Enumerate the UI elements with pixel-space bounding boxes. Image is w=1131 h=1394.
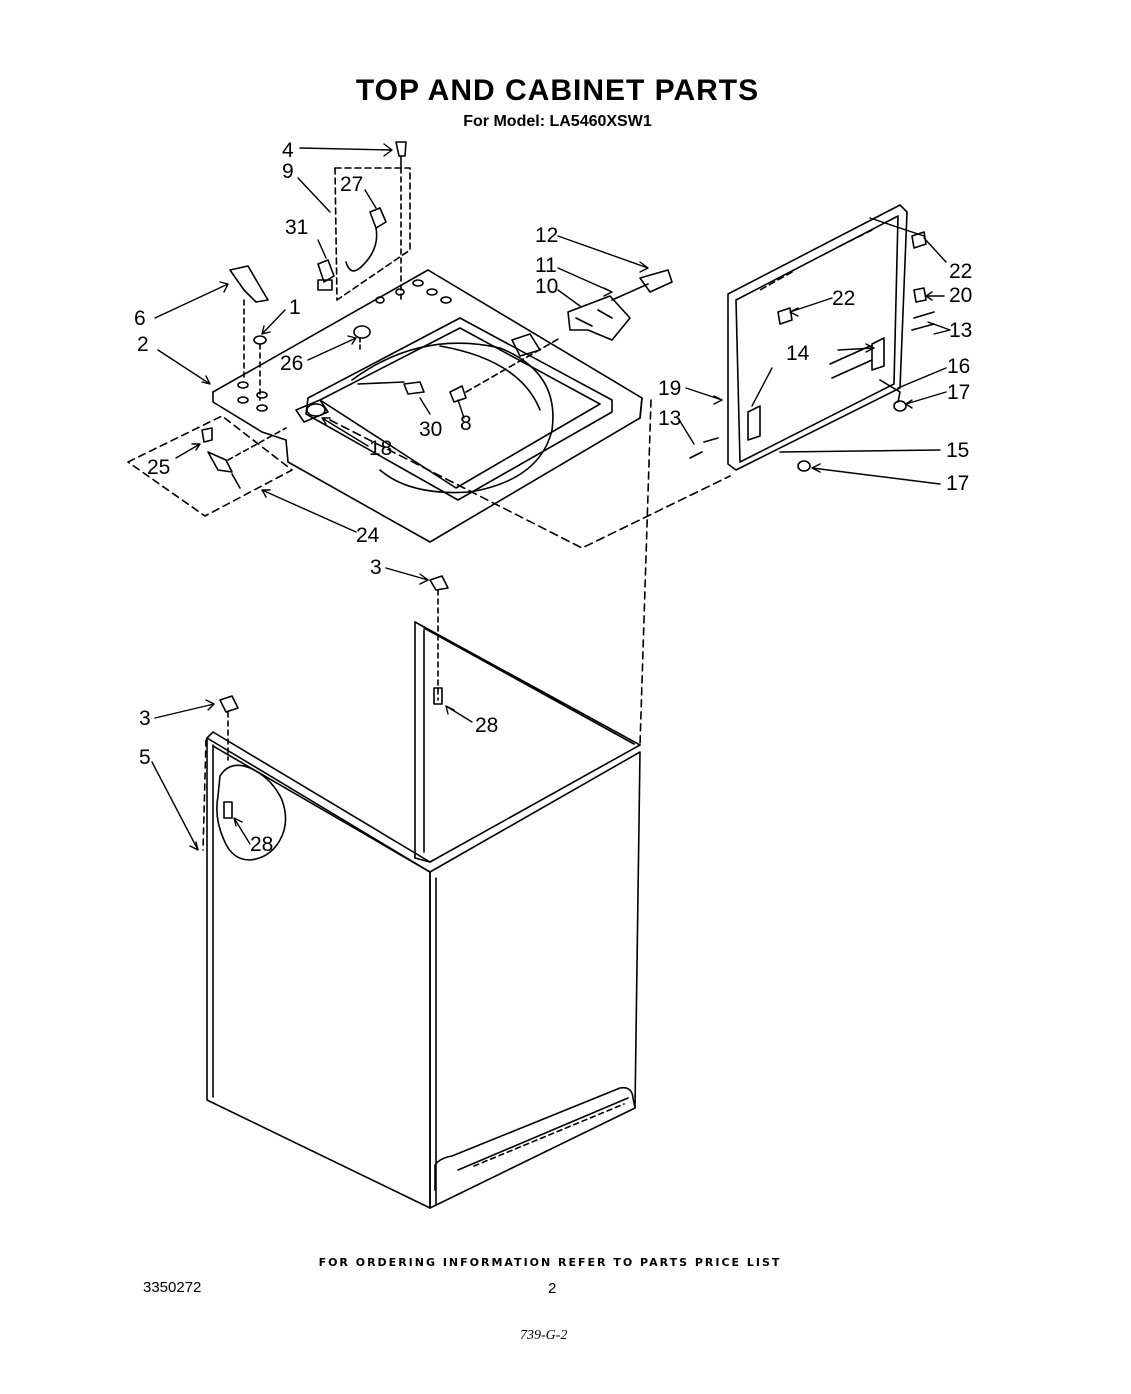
callout-2: 2 (137, 333, 149, 356)
model-subtitle: For Model: LA5460XSW1 (463, 113, 652, 130)
callout-28a: 28 (475, 714, 498, 737)
callout-14: 14 (786, 342, 810, 365)
callout-22a: 22 (949, 260, 972, 283)
callout-12: 12 (535, 224, 558, 247)
callout-19: 19 (658, 377, 681, 400)
callout-20: 20 (949, 284, 972, 307)
callout-15: 15 (946, 439, 969, 462)
callout-13a: 13 (949, 319, 972, 342)
callout-17a: 17 (947, 381, 970, 404)
callout-1: 1 (289, 296, 301, 319)
lid-illustration (727, 204, 908, 471)
callout-5: 5 (139, 746, 151, 769)
callout-17b: 17 (946, 472, 969, 495)
small-parts-illustration (219, 141, 935, 819)
dashed-box-24-illustration (127, 415, 293, 517)
callout-31: 31 (285, 216, 308, 239)
callout-10: 10 (535, 275, 558, 298)
leader-lines (151, 143, 951, 851)
document-number: 3350272 (143, 1279, 202, 1296)
callout-4: 4 (282, 139, 294, 162)
top-panel-illustration (212, 269, 731, 549)
callout-27: 27 (340, 173, 363, 196)
callout-22b: 22 (832, 287, 855, 310)
switch-box-illustration (317, 167, 411, 301)
ordering-note: FOR ORDERING INFORMATION REFER TO PARTS … (318, 1256, 782, 1269)
callout-13b: 13 (658, 407, 681, 430)
cabinet-illustration (202, 399, 652, 1209)
callout-11: 11 (535, 254, 557, 277)
callout-8: 8 (460, 412, 472, 435)
callout-24: 24 (356, 524, 380, 547)
callout-18: 18 (369, 437, 392, 460)
handwritten-code: 739-G-2 (520, 1328, 568, 1343)
callout-16: 16 (947, 355, 970, 378)
callout-9: 9 (282, 160, 294, 183)
callout-30: 30 (419, 418, 442, 441)
callout-numbers: 4 9 27 31 6 1 2 26 30 8 18 12 11 10 22 2… (134, 139, 972, 856)
callout-3b: 3 (139, 707, 151, 730)
callout-26: 26 (280, 352, 303, 375)
callout-6: 6 (134, 307, 146, 330)
page-title: TOP AND CABINET PARTS (355, 74, 760, 107)
callout-28b: 28 (250, 833, 273, 856)
page-number: 2 (548, 1280, 557, 1297)
callout-25: 25 (147, 456, 170, 479)
callout-3a: 3 (370, 556, 382, 579)
